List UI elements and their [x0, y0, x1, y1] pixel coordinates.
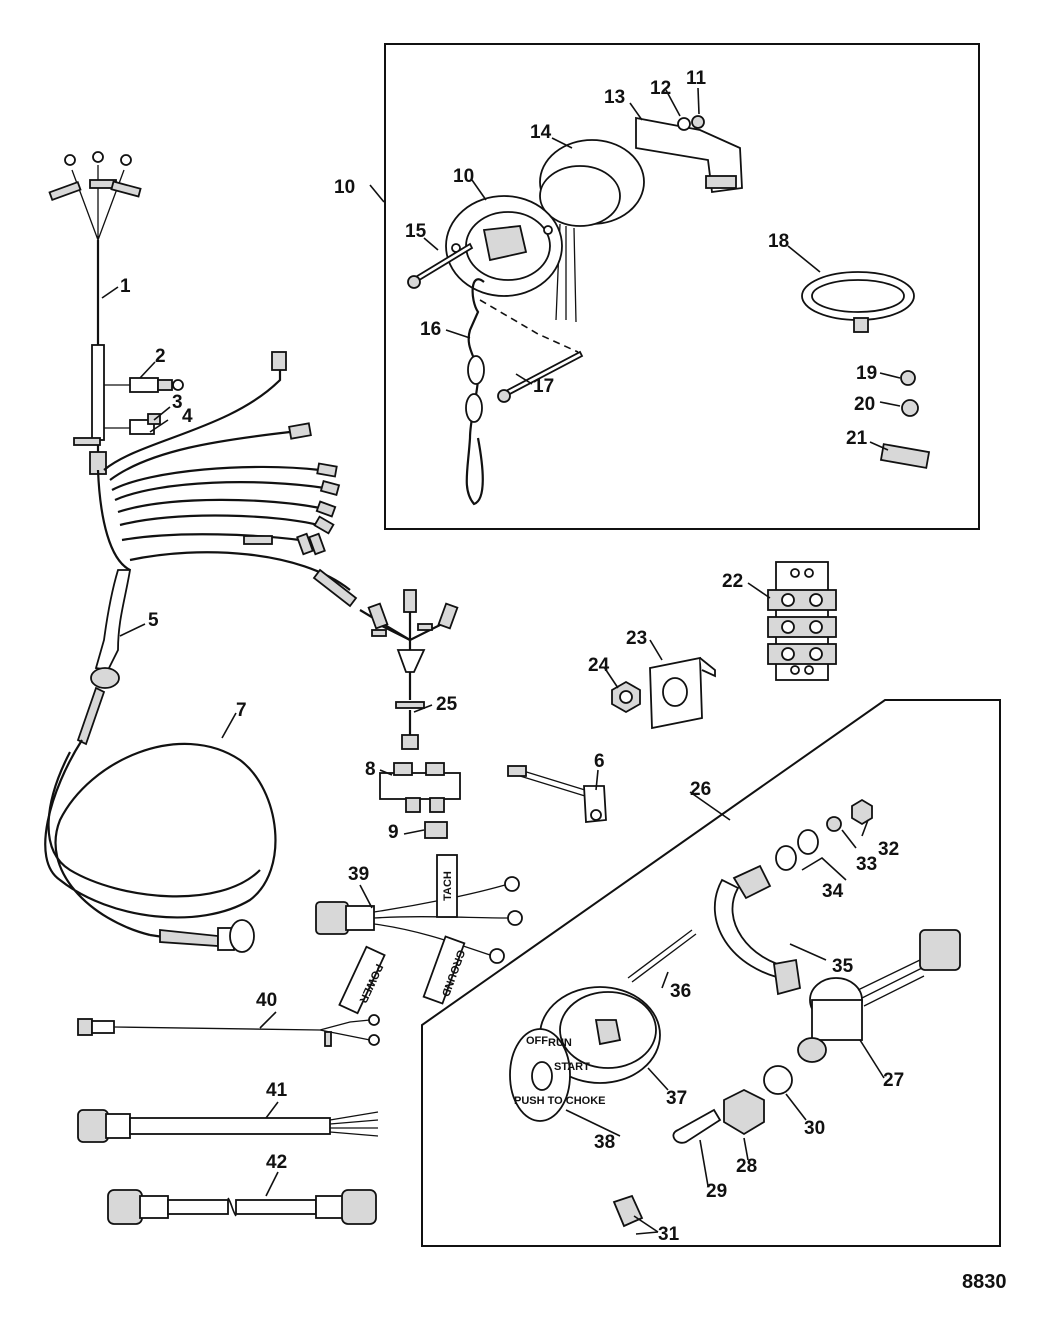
callout-13: 13 — [604, 87, 625, 108]
spring — [627, 929, 697, 983]
callout-41: 41 — [266, 1080, 288, 1101]
key-plate-run: RUN — [548, 1037, 572, 1049]
screw-15 — [407, 242, 474, 289]
tag-ground: GROUND — [422, 935, 467, 1005]
callout-29: 29 — [706, 1181, 727, 1202]
tag-power: POWER — [338, 945, 386, 1015]
lanyard — [465, 278, 485, 506]
main-harness — [48, 151, 358, 746]
callout-22: 22 — [722, 571, 743, 592]
lock-washer — [763, 1065, 793, 1095]
long-harness-loop — [44, 739, 277, 953]
lanyard-clip — [612, 1194, 644, 1228]
callout-35: 35 — [832, 956, 854, 977]
switch-nut — [723, 1088, 765, 1136]
relay — [379, 762, 461, 813]
callout-9: 9 — [388, 822, 399, 843]
gauge-bezel — [445, 195, 563, 297]
nut-32 — [851, 798, 873, 826]
callout-33: 33 — [856, 854, 877, 875]
screw-19 — [900, 370, 916, 386]
callout-4: 4 — [182, 406, 193, 427]
callout-32: 32 — [878, 839, 899, 860]
callout-12: 12 — [650, 78, 671, 99]
callout-16: 16 — [420, 319, 441, 340]
relay-cap — [424, 821, 448, 839]
callout-1: 1 — [120, 276, 131, 297]
callout-34: 34 — [822, 881, 844, 902]
callout-14: 14 — [530, 122, 552, 143]
nut-11 — [691, 115, 705, 129]
gauge-housing — [539, 139, 645, 323]
switch-body — [539, 986, 661, 1084]
key-plate-start: START — [554, 1061, 590, 1073]
callout-15: 15 — [405, 221, 427, 242]
tag-tach-text: TACH — [442, 871, 454, 901]
callout-19: 19 — [856, 363, 877, 384]
sensor-lead — [507, 765, 607, 823]
harness-41 — [77, 1109, 379, 1143]
callout-20: 20 — [854, 394, 875, 415]
harness-40 — [77, 1014, 380, 1047]
spacers — [775, 829, 819, 871]
callout-18: 18 — [768, 231, 789, 252]
callout-21: 21 — [846, 428, 868, 449]
tag-tach: TACH — [436, 854, 458, 918]
figure-number: 8830 — [962, 1271, 1007, 1293]
callout-3: 3 — [172, 392, 183, 413]
callout-42: 42 — [266, 1152, 287, 1173]
leader-lines — [101, 87, 901, 1235]
callout-39: 39 — [348, 864, 369, 885]
key-plate-choke: PUSH TO CHOKE — [514, 1095, 605, 1107]
callout-8: 8 — [365, 759, 376, 780]
callout-37: 37 — [666, 1088, 687, 1109]
callout-28: 28 — [736, 1156, 757, 1177]
callout-6: 6 — [594, 751, 605, 772]
assembly-line — [479, 299, 579, 353]
screw-17 — [497, 350, 584, 403]
nut-20 — [901, 399, 919, 417]
tach-harness: TACH POWER GROUND — [315, 854, 523, 1015]
callout-17: 17 — [533, 376, 554, 397]
callout-38: 38 — [594, 1132, 615, 1153]
branch-harness — [359, 589, 459, 750]
washer-33 — [826, 816, 842, 832]
cable-tie — [801, 271, 915, 333]
key-plate: OFF RUN START PUSH TO CHOKE — [509, 1028, 605, 1122]
callout-23: 23 — [626, 628, 647, 649]
pad-21 — [879, 443, 931, 469]
callout-31: 31 — [658, 1224, 680, 1245]
switch-clip — [713, 864, 802, 996]
callout-labels: 1 2 3 4 5 6 7 8 9 10 10 11 12 13 14 15 1… — [120, 68, 904, 1245]
callout-5: 5 — [148, 610, 159, 631]
washer-12 — [677, 117, 691, 131]
harness-42 — [107, 1189, 377, 1225]
key — [672, 1108, 722, 1144]
callout-27: 27 — [883, 1070, 904, 1091]
inset-box-key-switch — [421, 699, 1001, 1247]
callout-11: 11 — [686, 68, 707, 89]
callout-25: 25 — [436, 694, 458, 715]
callout-10b: 10 — [453, 166, 474, 187]
callout-40: 40 — [256, 990, 277, 1011]
key-plate-off: OFF — [526, 1035, 548, 1047]
ignition-switch — [797, 929, 961, 1063]
mounting-bracket — [649, 656, 716, 730]
inset-box-gauge — [384, 43, 980, 530]
callout-24: 24 — [588, 655, 610, 676]
terminal-block — [767, 561, 837, 681]
callout-36: 36 — [670, 981, 691, 1002]
callout-7: 7 — [236, 700, 247, 721]
gauge-bracket — [635, 116, 743, 194]
callout-10a: 10 — [334, 177, 355, 198]
callout-26: 26 — [690, 779, 711, 800]
callout-30: 30 — [804, 1118, 825, 1139]
hex-nut — [611, 680, 641, 714]
callout-2: 2 — [155, 346, 166, 367]
